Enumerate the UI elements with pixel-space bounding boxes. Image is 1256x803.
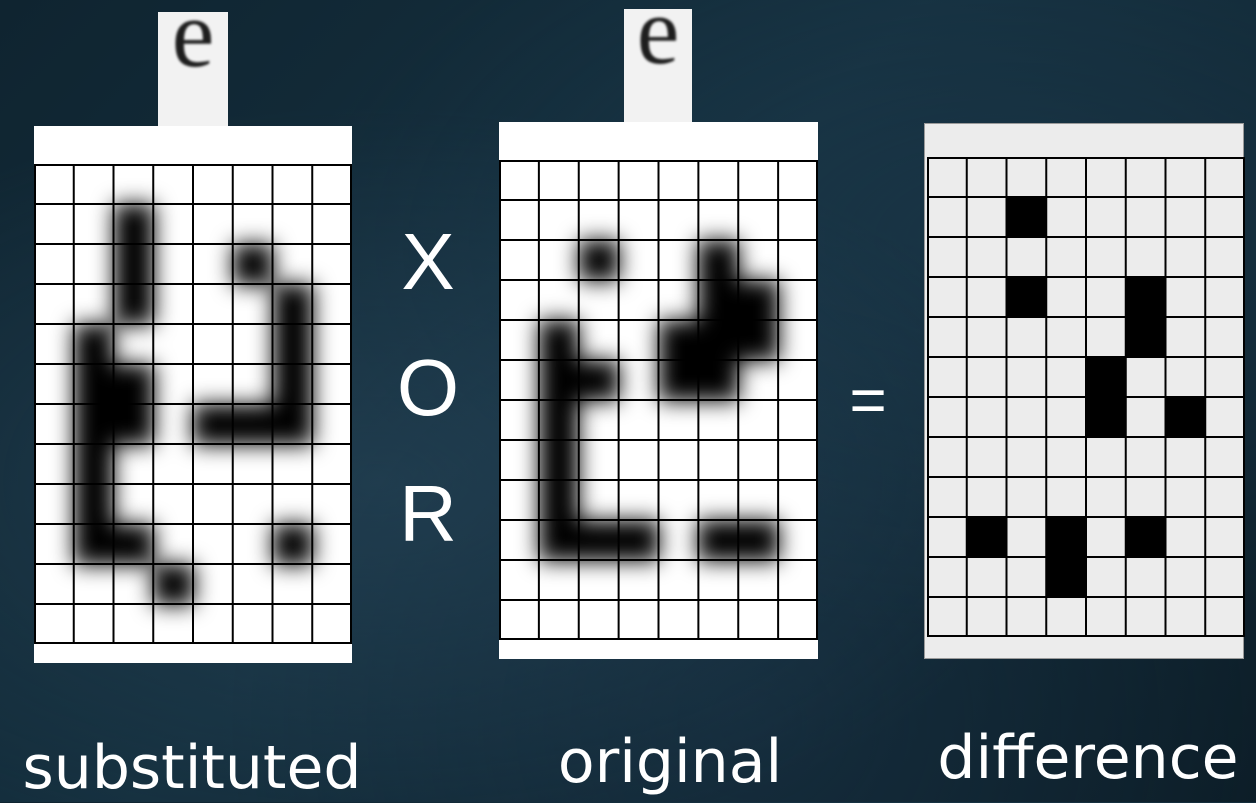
substituted-glyph: e	[158, 12, 228, 82]
original-card	[499, 122, 818, 659]
difference-grid	[927, 157, 1245, 637]
substituted-card	[34, 126, 352, 663]
difference-gridlines	[927, 157, 1245, 637]
substituted-grid	[34, 164, 352, 644]
xor-letter-r: R	[380, 474, 476, 554]
substituted-glyph-thumbnail: e	[158, 12, 228, 130]
substituted-gridlines	[34, 164, 352, 644]
equals-sign: =	[836, 368, 900, 432]
difference-card	[924, 123, 1244, 659]
original-gridlines	[499, 160, 818, 640]
xor-letter-x: X	[380, 222, 476, 302]
original-grid	[499, 160, 818, 640]
caption-original: original	[520, 732, 820, 792]
original-glyph: e	[624, 9, 692, 79]
caption-difference: difference	[920, 728, 1256, 788]
caption-substituted: substituted	[0, 738, 384, 798]
original-glyph-thumbnail: e	[624, 9, 692, 127]
xor-letter-o: O	[380, 348, 476, 428]
